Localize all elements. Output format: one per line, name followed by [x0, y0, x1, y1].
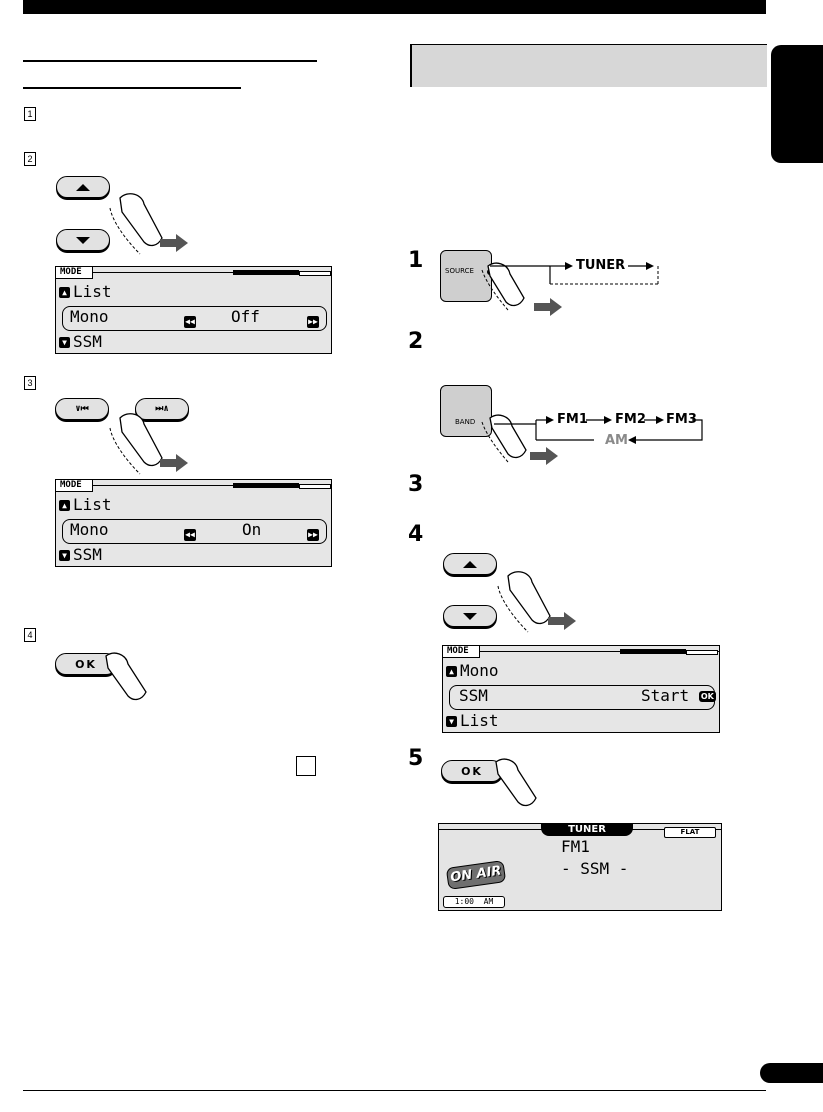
menu-item-down: List [460, 711, 499, 730]
band-flow-lines [494, 416, 703, 444]
finger-press-icon [495, 758, 537, 807]
step-number-1: 1 [408, 248, 424, 273]
down-arrow-icon [76, 236, 90, 244]
mode-label: MODE [443, 646, 480, 658]
language-tab [771, 45, 823, 163]
lcd-ssm: MODE ▲Mono SSM Start OK ▼List [442, 645, 720, 733]
step-box-1: 1 [24, 107, 36, 121]
menu-value: On [242, 520, 262, 539]
skip-back-icon: ∨⏮ [75, 404, 89, 414]
mode-label: MODE [56, 480, 93, 492]
ok-label: OK [461, 764, 483, 778]
tuner-status: - SSM - [561, 859, 629, 878]
ok-button[interactable]: OK [55, 653, 117, 675]
menu-item-selected: SSM [459, 686, 488, 705]
up-arrow-icon [76, 183, 90, 191]
left-heading-underline-2 [23, 87, 241, 89]
down-arrow-icon: ▼ [59, 337, 70, 348]
left-heading-underline-1 [23, 60, 317, 62]
step-number-3: 3 [408, 472, 424, 497]
step-number-5: 5 [408, 746, 424, 771]
ok-button[interactable]: OK [441, 760, 503, 782]
finger-press-icon [109, 193, 163, 255]
menu-item-up: List [73, 495, 112, 514]
eq-badge: FLAT [664, 827, 716, 838]
press-arrow-icon [548, 612, 576, 630]
up-button[interactable] [56, 176, 110, 198]
step-number-2: 2 [408, 329, 424, 354]
press-arrow-icon [530, 447, 558, 465]
mode-label: MODE [56, 267, 93, 279]
skip-forward-icon: ⏭∧ [155, 404, 169, 414]
band-am: AM [605, 433, 628, 448]
onair-icon: ON AIR [445, 860, 507, 890]
tuner-tab: TUNER [541, 824, 633, 836]
band-fm3: FM3 [666, 412, 697, 427]
skip-back-icon: ◀◀ [184, 529, 196, 541]
source-flow-lines [490, 262, 659, 285]
step-box-2: 2 [24, 152, 36, 166]
press-arrow-icon [534, 298, 562, 316]
finger-press-icon [105, 652, 147, 701]
next-button[interactable]: ⏭∧ [135, 398, 189, 420]
step-box-3: 3 [24, 376, 36, 390]
tuner-band: FM1 [561, 837, 590, 856]
tuner-display: TUNER FLAT ON AIR FM1 - SSM - 1:00 AM [438, 823, 722, 911]
menu-item-up: List [73, 282, 112, 301]
page-number-pill [760, 1063, 823, 1083]
step-number-4: 4 [408, 522, 424, 547]
ok-label: OK [75, 657, 97, 671]
down-arrow-icon: ▼ [59, 550, 70, 561]
down-arrow-icon: ▼ [446, 716, 457, 727]
source-flow-tuner: TUNER [576, 258, 626, 273]
up-arrow-icon [463, 560, 477, 568]
press-arrow-icon [160, 454, 188, 472]
down-arrow-icon [463, 612, 477, 620]
lcd-mono-on: MODE ▲List Mono ◀◀ On ▶▶ ▼SSM [55, 479, 332, 567]
band-fm1: FM1 [557, 412, 588, 427]
down-button[interactable] [56, 229, 110, 251]
band-button[interactable]: BAND [440, 385, 492, 437]
menu-item-down: SSM [73, 332, 102, 351]
source-label: SOURCE [445, 267, 474, 275]
section-header-box [410, 44, 767, 87]
clock-display: 1:00 AM [443, 896, 505, 908]
band-label: BAND [455, 418, 476, 426]
press-arrow-icon [160, 234, 188, 252]
finger-press-icon [109, 413, 163, 475]
up-arrow-icon: ▲ [59, 500, 70, 511]
finger-press-icon [497, 571, 551, 633]
menu-item-selected: Mono [70, 520, 109, 539]
menu-value: Off [231, 307, 260, 326]
end-mark-box [296, 756, 316, 776]
prev-button[interactable]: ∨⏮ [55, 398, 109, 420]
menu-item-down: SSM [73, 545, 102, 564]
lcd-mono-off: MODE ▲List Mono ◀◀ Off ▶▶ ▼SSM [55, 266, 332, 354]
band-fm2: FM2 [615, 412, 646, 427]
skip-back-icon: ◀◀ [184, 316, 196, 328]
step-box-4: 4 [24, 628, 36, 642]
up-button[interactable] [443, 553, 497, 575]
skip-forward-icon: ▶▶ [307, 529, 319, 541]
up-arrow-icon: ▲ [59, 287, 70, 298]
bottom-rule [23, 1090, 766, 1091]
menu-item-up: Mono [460, 661, 499, 680]
finger-press-icon [481, 262, 525, 311]
menu-value: Start [641, 686, 690, 705]
ok-badge-icon: OK [698, 691, 716, 702]
down-button[interactable] [443, 605, 497, 627]
top-bar [23, 0, 766, 14]
up-arrow-icon: ▲ [446, 666, 457, 677]
skip-forward-icon: ▶▶ [307, 316, 319, 328]
menu-item-selected: Mono [70, 307, 109, 326]
